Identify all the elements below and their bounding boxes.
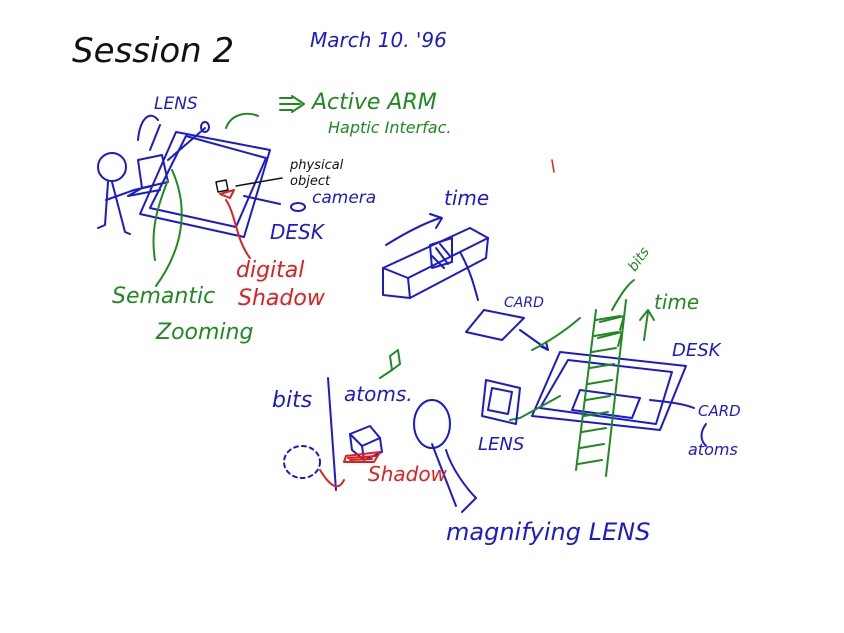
label-lens: LENS xyxy=(154,94,198,114)
label-atoms-left: atoms. xyxy=(344,382,413,406)
page-title: Session 2 xyxy=(72,31,235,71)
label-shadow-bottom: Shadow xyxy=(368,462,447,486)
arm-arrow xyxy=(225,95,305,129)
card-arrow xyxy=(519,329,549,351)
semantic-zoom-curve xyxy=(152,169,183,287)
session-date: March 10. '96 xyxy=(310,28,447,52)
label-semantic: Semantic xyxy=(112,284,216,309)
label-magnifying-lens: magnifying LENS xyxy=(446,518,651,546)
lens-pointer xyxy=(137,114,159,141)
label-digital: digital xyxy=(236,258,305,283)
bits-arrow xyxy=(611,279,635,311)
shadow-arrow xyxy=(319,469,345,488)
label-active-arm: Active ARM xyxy=(312,90,437,115)
label-bits-left: bits xyxy=(272,388,313,413)
label-time-right: time xyxy=(654,290,700,314)
label-lens-right: LENS xyxy=(478,434,525,455)
physical-object xyxy=(215,177,283,193)
red-tick xyxy=(551,159,555,173)
label-physical-object-text: physical object xyxy=(290,158,344,189)
label-haptic-interface: Haptic Interfac. xyxy=(328,118,452,137)
label-desk-right: DESK xyxy=(672,340,721,361)
label-time-top: time xyxy=(444,186,490,210)
lens-right-shape xyxy=(481,379,521,425)
green-cursor xyxy=(379,349,401,379)
label-camera: camera xyxy=(312,188,377,208)
label-zooming: Zooming xyxy=(156,320,254,345)
label-shadow-top: Shadow xyxy=(238,286,325,311)
label-card-mid: CARD xyxy=(504,295,544,311)
time-column xyxy=(509,299,655,477)
label-physical-object: physical object xyxy=(290,158,360,189)
shadow-mark xyxy=(343,451,381,463)
desk-right xyxy=(531,351,687,431)
lens-device xyxy=(127,121,210,197)
bits-circle xyxy=(283,445,321,479)
camera-mark xyxy=(243,195,306,212)
card-shape xyxy=(465,309,525,341)
divider-line xyxy=(327,377,337,491)
magnifying-lens xyxy=(413,399,477,513)
label-desk: DESK xyxy=(270,220,324,244)
label-atoms-right: atoms xyxy=(688,440,738,459)
time-box xyxy=(382,213,489,301)
label-card-right: CARD xyxy=(698,402,741,420)
card-atoms-pointer xyxy=(649,399,707,447)
digital-shadow-mark xyxy=(219,189,251,259)
